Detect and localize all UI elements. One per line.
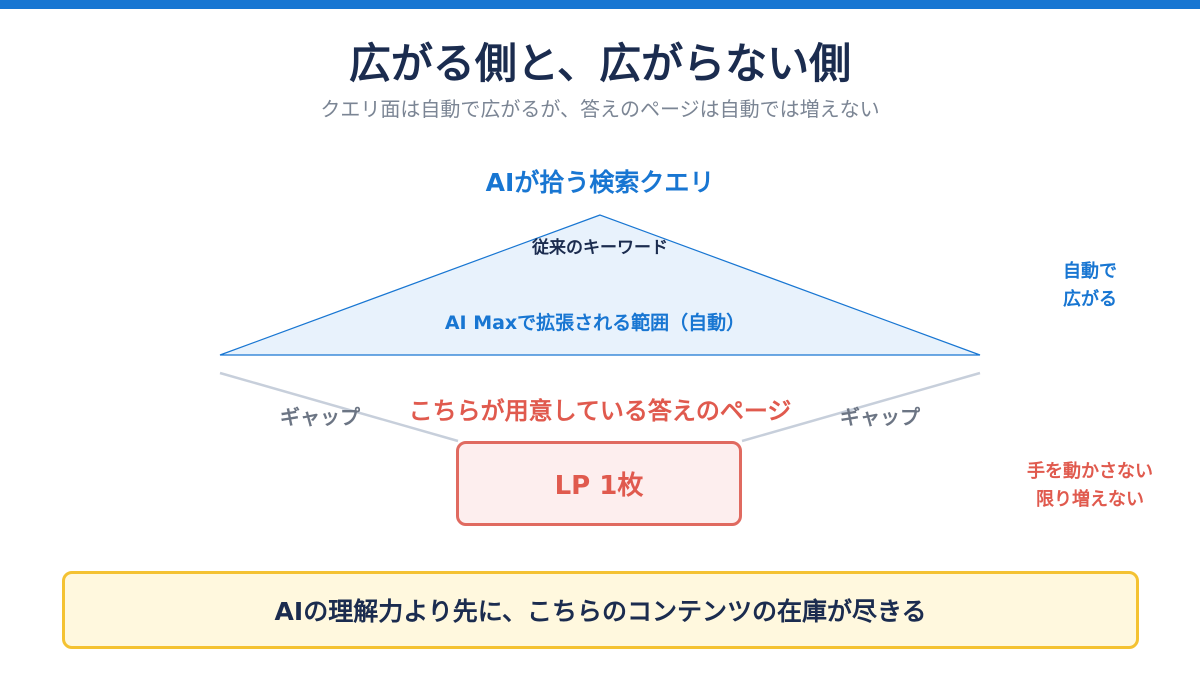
conclusion-message: AIの理解力より先に、こちらのコンテンツの在庫が尽きる: [274, 597, 927, 626]
note-auto-expand: 自動で 広がる: [1030, 258, 1150, 314]
pages-label: こちらが用意している答えのページ: [409, 397, 792, 425]
expansion-label: AI Maxで拡張される範囲（自動）: [445, 311, 745, 334]
note-no-growth: 手を動かさない 限り増えない: [1000, 458, 1180, 514]
gap-label-left: ギャップ: [280, 405, 361, 429]
gap-label-right: ギャップ: [840, 405, 921, 429]
lp-label: LP 1枚: [554, 471, 644, 501]
query-label: AIが拾う検索クエリ: [486, 168, 715, 197]
keyword-label: 従来のキーワード: [531, 237, 668, 258]
page-subtitle: クエリ面は自動で広がるが、答えのページは自動では増えない: [320, 97, 880, 121]
note-no-growth-line-2: 限り増えない: [1036, 489, 1144, 510]
conclusion-box: AIの理解力より先に、こちらのコンテンツの在庫が尽きる: [62, 571, 1139, 649]
note-no-growth-line-1: 手を動かさない: [1027, 461, 1153, 482]
note-auto-expand-line-1: 自動で: [1063, 261, 1117, 282]
top-accent-bar: [0, 0, 1200, 9]
note-auto-expand-line-2: 広がる: [1063, 289, 1117, 310]
page-title: 広がる側と、広がらない側: [348, 39, 852, 88]
gap-line-left: [219, 371, 459, 443]
lp-box: LP 1枚: [456, 441, 742, 526]
gap-line-right: [741, 371, 981, 443]
query-triangle: [219, 214, 981, 356]
